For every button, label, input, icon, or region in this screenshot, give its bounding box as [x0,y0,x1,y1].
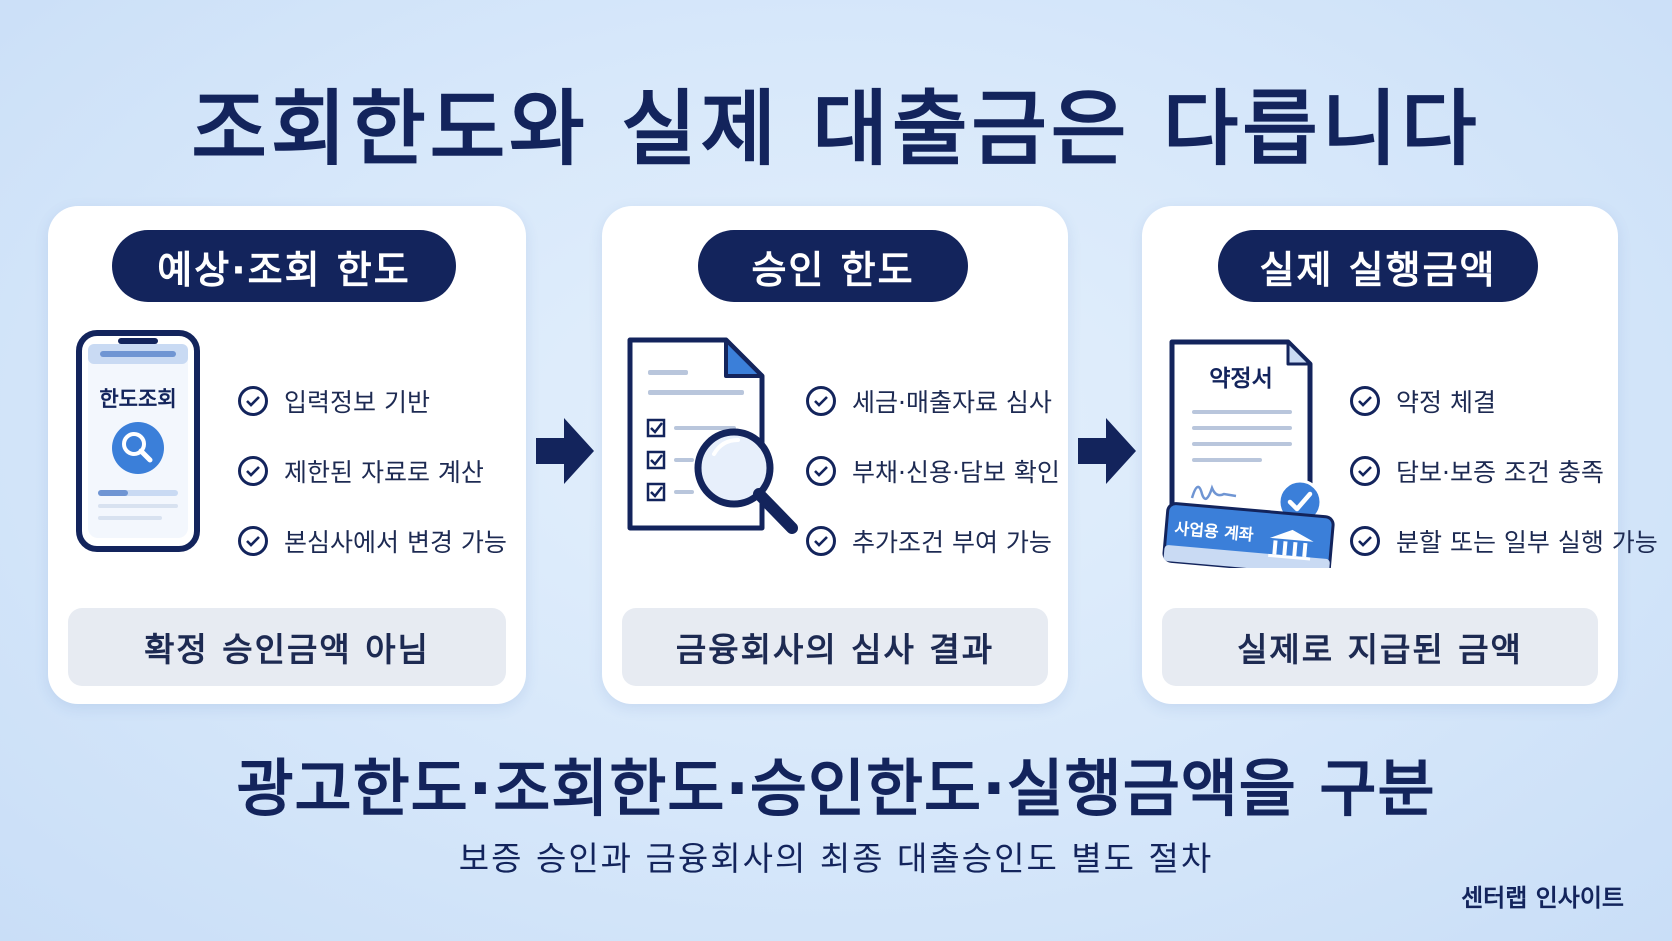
list-item: 약정 체결 [1350,366,1658,436]
summary-heading: 광고한도·조회한도·승인한도·실행금액을 구분 [236,752,1436,825]
brand-label: 센터랩 인사이트 [1461,884,1624,912]
list-item: 부채·신용·담보 확인 [806,436,1060,506]
main-title: 조회한도와 실제 대출금은 다릅니다 [191,82,1481,177]
check-circle-icon [1350,456,1380,486]
check-circle-icon [238,526,268,556]
item-label: 담보·보증 조건 충족 [1396,458,1604,487]
list-item: 세금·매출자료 심사 [806,366,1060,436]
list-item: 제한된 자료로 계산 [238,436,507,506]
item-label: 제한된 자료로 계산 [284,458,484,487]
list-item: 담보·보증 조건 충족 [1350,436,1658,506]
check-circle-icon [806,386,836,416]
card-heading: 실제 실행금액 [1218,230,1538,302]
check-circle-icon [238,386,268,416]
item-label: 분할 또는 일부 실행 가능 [1396,528,1658,557]
item-label: 추가조건 부여 가능 [852,528,1052,557]
card-items: 약정 체결 담보·보증 조건 충족 분할 또는 일부 실행 가능 [1350,366,1658,576]
check-circle-icon [806,526,836,556]
item-label: 본심사에서 변경 가능 [284,528,507,557]
card-estimate-limit: 예상·조회 한도 한도조회 입력정보 기반 제한된 자료로 계산 본심사에서 변… [48,206,526,704]
arrow-right-icon [536,418,594,484]
card-footer: 실제로 지급된 금액 [1162,608,1598,686]
card-items: 입력정보 기반 제한된 자료로 계산 본심사에서 변경 가능 [238,366,507,576]
item-label: 약정 체결 [1396,388,1496,417]
card-heading: 예상·조회 한도 [112,230,456,302]
list-item: 입력정보 기반 [238,366,507,436]
item-label: 입력정보 기반 [284,388,430,417]
card-approval-limit: 승인 한도 세금·매출자료 심사 부채·신용·담보 확인 추가조건 부여 가능 [602,206,1068,704]
check-circle-icon [1350,526,1380,556]
phone-screen-label: 한도조회 [99,387,176,411]
check-circle-icon [1350,386,1380,416]
card-execution-amount: 실제 실행금액 약정서 사업용 계좌 약정 체결 [1142,206,1658,704]
summary-caption: 보증 승인과 금융회사의 최종 대출승인도 별도 절차 [458,839,1214,878]
card-footer: 확정 승인금액 아님 [68,608,506,686]
list-item: 분할 또는 일부 실행 가능 [1350,506,1658,576]
document-icon [627,337,798,534]
list-item: 본심사에서 변경 가능 [238,506,507,576]
check-circle-icon [238,456,268,486]
check-circle-icon [806,456,836,486]
card-items: 세금·매출자료 심사 부채·신용·담보 확인 추가조건 부여 가능 [806,366,1060,576]
phone-icon: 한도조회 [76,330,200,552]
card-heading: 승인 한도 [698,230,968,302]
bank-icon [1268,529,1314,561]
card-footer: 금융회사의 심사 결과 [622,608,1048,686]
contract-icon: 약정서 사업용 계좌 [1162,339,1335,568]
item-label: 부채·신용·담보 확인 [852,458,1060,487]
item-label: 세금·매출자료 심사 [852,388,1052,417]
list-item: 추가조건 부여 가능 [806,506,1060,576]
contract-label: 약정서 [1209,366,1272,392]
arrow-right-icon [1078,418,1136,484]
